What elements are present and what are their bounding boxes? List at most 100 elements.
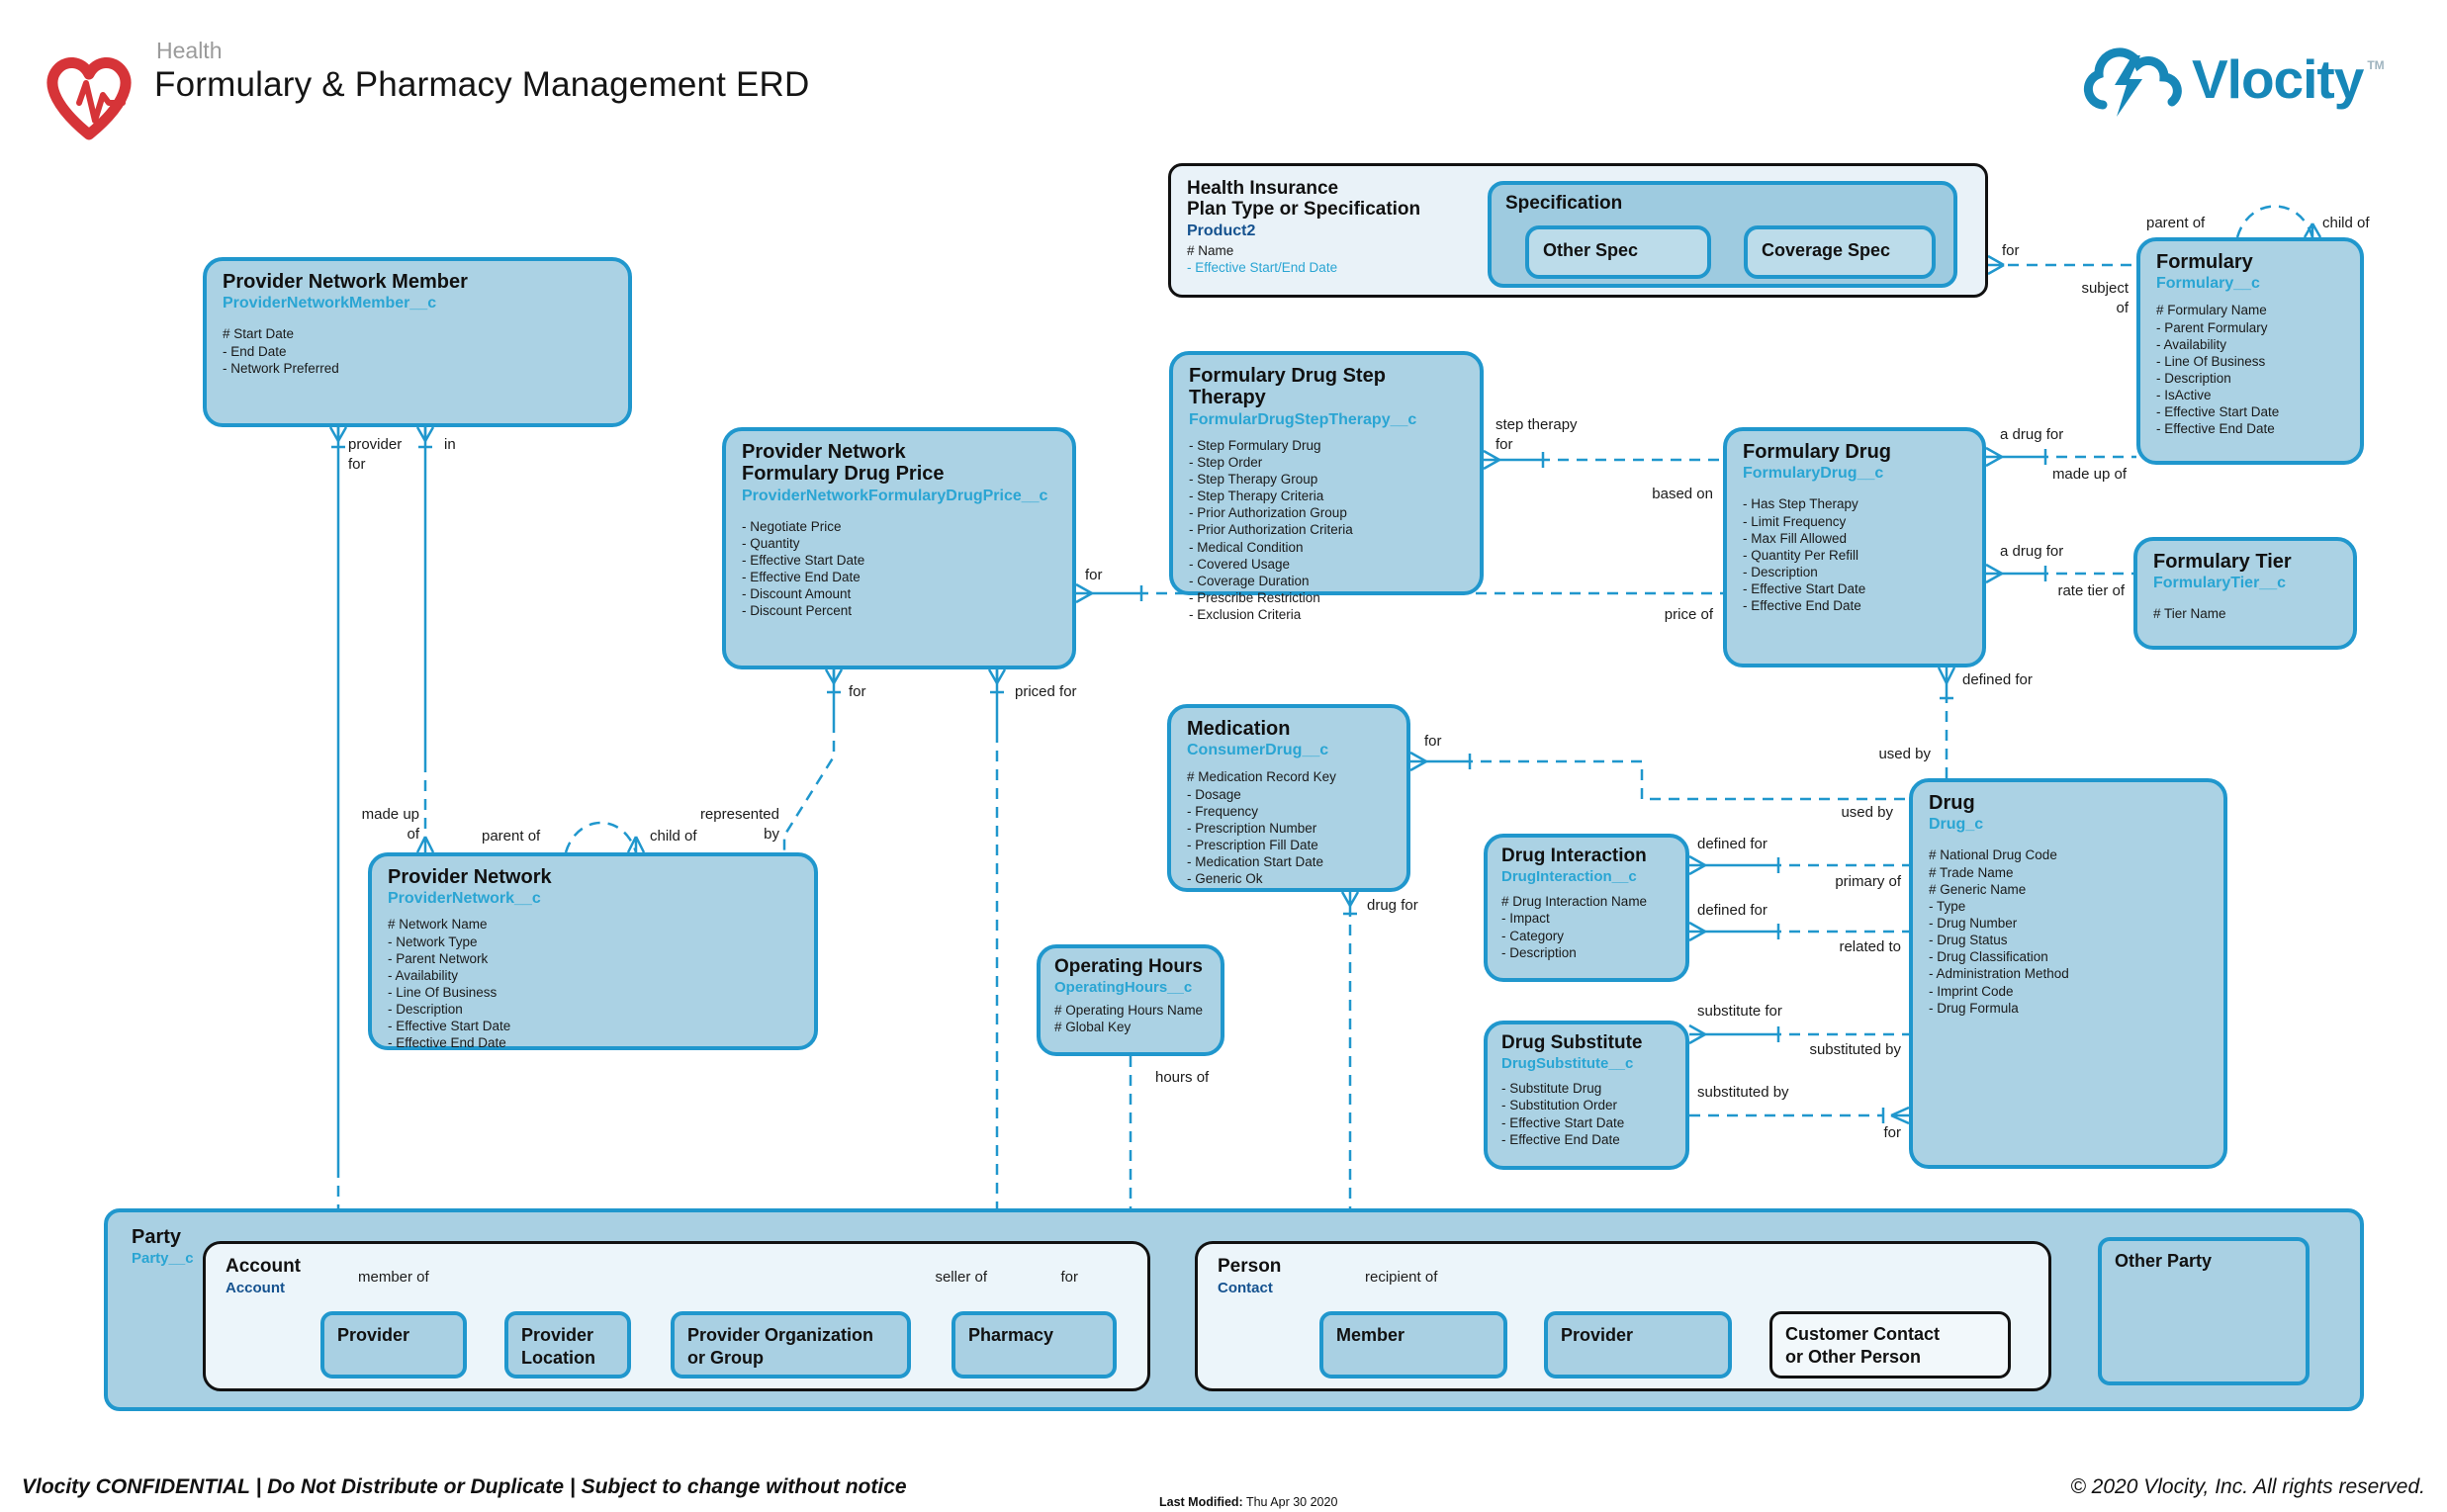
entity-attributes: # Medication Record Key - Dosage - Frequ…	[1187, 769, 1336, 887]
entity-coverage-spec: Coverage Spec	[1744, 225, 1936, 279]
relationship-label: subject of	[2081, 280, 2129, 316]
entity-subtitle: FormularyDrug__c	[1743, 465, 1884, 483]
relationship-label: step therapy for	[1495, 416, 1578, 453]
relationship-label: for	[1424, 733, 1442, 750]
relationship-label: parent of	[482, 828, 541, 845]
entity-attributes: # Drug Interaction Name - Impact - Categ…	[1501, 894, 1648, 960]
group-subtitle: Party__c	[132, 1250, 194, 1267]
entity-title: Formulary Drug Step Therapy	[1189, 365, 1386, 409]
entity-title: Operating Hours	[1054, 956, 1203, 977]
relationship-label: member of	[358, 1269, 429, 1286]
relationship-label: substituted by	[1809, 1041, 1901, 1058]
entity-other-spec: Other Spec	[1525, 225, 1711, 279]
entity-title: Formulary Drug	[1743, 441, 1892, 463]
entity-provider-network-formulary-drug-price: Provider Network Formulary Drug Price Pr…	[722, 427, 1076, 669]
entity-attributes: # Network Name - Network Type - Parent N…	[388, 917, 511, 1051]
entity-title: Provider Network Formulary Drug Price	[742, 441, 945, 486]
relationship-label: drug for	[1367, 897, 1418, 914]
entity-account-provider: Provider	[320, 1311, 467, 1379]
relationship-label: recipient of	[1365, 1269, 1438, 1286]
relationship-label: used by	[1878, 746, 1931, 762]
vlocity-cloud-icon	[2083, 47, 2182, 117]
relationship-label: related to	[1839, 938, 1901, 955]
relationship-label: for	[1085, 567, 1103, 583]
relationship-label: substitute for	[1697, 1003, 1782, 1020]
footer-confidential-text: Vlocity CONFIDENTIAL | Do Not Distribute…	[22, 1475, 907, 1498]
entity-formulary-tier: Formulary Tier FormularyTier__c # Tier N…	[2133, 537, 2357, 650]
relationship-label: price of	[1664, 606, 1713, 623]
entity-attributes: - Negotiate Price - Quantity - Effective…	[742, 518, 865, 619]
relationship-label: hours of	[1155, 1069, 1210, 1086]
relationship-label: made up of	[361, 806, 419, 843]
relationship-label: provider for	[348, 436, 403, 473]
entity-subtitle: ProviderNetwork__c	[388, 890, 541, 908]
entity-attributes: # Formulary Name - Parent Formulary - Av…	[2156, 303, 2280, 437]
relationship-label: parent of	[2146, 215, 2206, 231]
group-subtitle: Contact	[1218, 1280, 1273, 1296]
relationship-label: defined for	[1697, 902, 1767, 919]
relationship-label: defined for	[1962, 671, 2033, 688]
entity-subtitle: ProviderNetworkFormularyDrugPrice__c	[742, 487, 1048, 504]
relationship-label: defined for	[1697, 836, 1767, 852]
group-title: Account	[226, 1256, 301, 1277]
relationship-label: rate tier of	[2057, 582, 2125, 599]
relationship-label: represented by	[699, 806, 779, 843]
entity-person-provider: Provider	[1544, 1311, 1732, 1379]
entity-title: Formulary Tier	[2153, 551, 2292, 573]
entity-provider-location: Provider Location	[504, 1311, 631, 1379]
entity-attributes: # Tier Name	[2153, 606, 2226, 622]
entity-attributes: # Name	[1187, 242, 1234, 258]
relationship-label: priced for	[1015, 683, 1077, 700]
relationship-label: child of	[2322, 215, 2370, 231]
entity-attribute-highlight: - Effective Start/End Date	[1187, 259, 1338, 275]
entity-other-party: Other Party	[2098, 1237, 2310, 1385]
entity-attributes: - Has Step Therapy - Limit Frequency - M…	[1743, 496, 1866, 614]
entity-provider-network-member: Provider Network Member ProviderNetworkM…	[203, 257, 632, 427]
group-subtitle: Account	[226, 1280, 285, 1296]
entity-member: Member	[1319, 1311, 1507, 1379]
entity-subtitle: Drug_c	[1929, 816, 1984, 834]
relationship-label: for	[849, 683, 866, 700]
relationship-label: based on	[1652, 486, 1713, 502]
entity-title: Drug	[1929, 792, 1975, 814]
entity-subtitle: DrugInteraction__c	[1501, 868, 1637, 886]
relationship-label: for	[1883, 1124, 1901, 1141]
entity-attributes: # Start Date - End Date - Network Prefer…	[223, 326, 339, 376]
relationship-label: for	[2002, 242, 2020, 259]
entity-subtitle: ProviderNetworkMember__c	[223, 295, 437, 312]
entity-drug: Drug Drug_c # National Drug Code # Trade…	[1909, 778, 2227, 1169]
relationship-label: made up of	[2051, 466, 2127, 483]
group-title: Person	[1218, 1256, 1282, 1277]
relationship-label: used by	[1841, 804, 1893, 821]
entity-formulary-drug: Formulary Drug FormularyDrug__c - Has St…	[1723, 427, 1986, 667]
entity-title: Medication	[1187, 718, 1291, 740]
entity-drug-interaction: Drug Interaction DrugInteraction__c # Dr…	[1484, 834, 1689, 982]
entity-subtitle: FormularDrugStepTherapy__c	[1189, 410, 1417, 428]
relationship-label: child of	[650, 828, 697, 845]
entity-provider-organization-or-group: Provider Organization or Group	[671, 1311, 911, 1379]
footer-last-modified-value: Thu Apr 30 2020	[1242, 1495, 1338, 1509]
entity-title: Provider Network	[388, 866, 552, 888]
relationship-label: in	[444, 436, 456, 453]
entity-subtitle: ConsumerDrug__c	[1187, 742, 1329, 759]
entity-subtitle: OperatingHours__c	[1054, 979, 1193, 997]
relationship-label: seller of	[935, 1269, 987, 1286]
entity-subtitle: Product2	[1187, 222, 1256, 239]
entity-title: Health Insurance Plan Type or Specificat…	[1187, 178, 1421, 221]
relationship-label: substituted by	[1697, 1084, 1789, 1101]
footer-last-modified: Last Modified: Thu Apr 30 2020	[1159, 1495, 1337, 1509]
group-title: Specification	[1505, 193, 1623, 214]
entity-pharmacy: Pharmacy	[952, 1311, 1117, 1379]
header-category: Health	[156, 38, 223, 63]
vlocity-logo-text: Vlocity	[2192, 47, 2364, 110]
entity-provider-network: Provider Network ProviderNetwork__c # Ne…	[368, 852, 818, 1050]
entity-attributes: # Operating Hours Name # Global Key	[1054, 1003, 1204, 1035]
vlocity-logo-tm: TM	[2367, 58, 2385, 72]
entity-medication: Medication ConsumerDrug__c # Medication …	[1167, 704, 1410, 892]
entity-subtitle: DrugSubstitute__c	[1501, 1055, 1634, 1073]
entity-attributes: # National Drug Code # Trade Name # Gene…	[1929, 847, 2069, 1016]
health-heart-icon	[46, 57, 132, 140]
relationship-label: for	[1060, 1269, 1078, 1286]
entity-formulary: Formulary Formulary__c # Formulary Name …	[2136, 237, 2364, 465]
